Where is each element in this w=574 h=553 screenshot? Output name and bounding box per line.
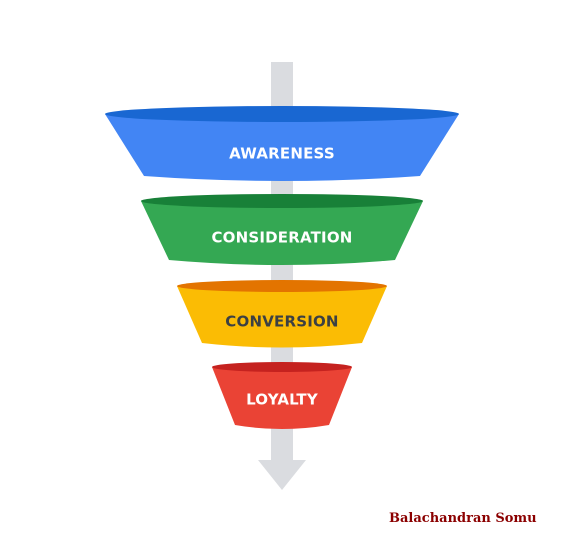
- funnel-stage-loyalty: LOYALTY: [212, 362, 352, 429]
- arrow-head-icon: [258, 460, 306, 490]
- stage-body: [141, 201, 423, 265]
- funnel-stage-consideration: CONSIDERATION: [141, 194, 423, 265]
- stage-body: [212, 367, 352, 429]
- funnel-stage-awareness: AWARENESS: [105, 106, 459, 181]
- stage-rim: [177, 280, 387, 292]
- author-credit: Balachandran Somu: [389, 511, 537, 526]
- stage-body: [105, 114, 459, 181]
- stage-body: [177, 286, 387, 348]
- funnel-stage-conversion: CONVERSION: [177, 280, 387, 348]
- stage-label-consideration: CONSIDERATION: [211, 229, 352, 247]
- stage-label-loyalty: LOYALTY: [246, 391, 319, 409]
- stage-label-conversion: CONVERSION: [225, 313, 338, 331]
- stage-label-awareness: AWARENESS: [229, 145, 335, 163]
- stage-rim: [105, 106, 459, 122]
- stage-rim: [212, 362, 352, 372]
- stage-rim: [141, 194, 423, 208]
